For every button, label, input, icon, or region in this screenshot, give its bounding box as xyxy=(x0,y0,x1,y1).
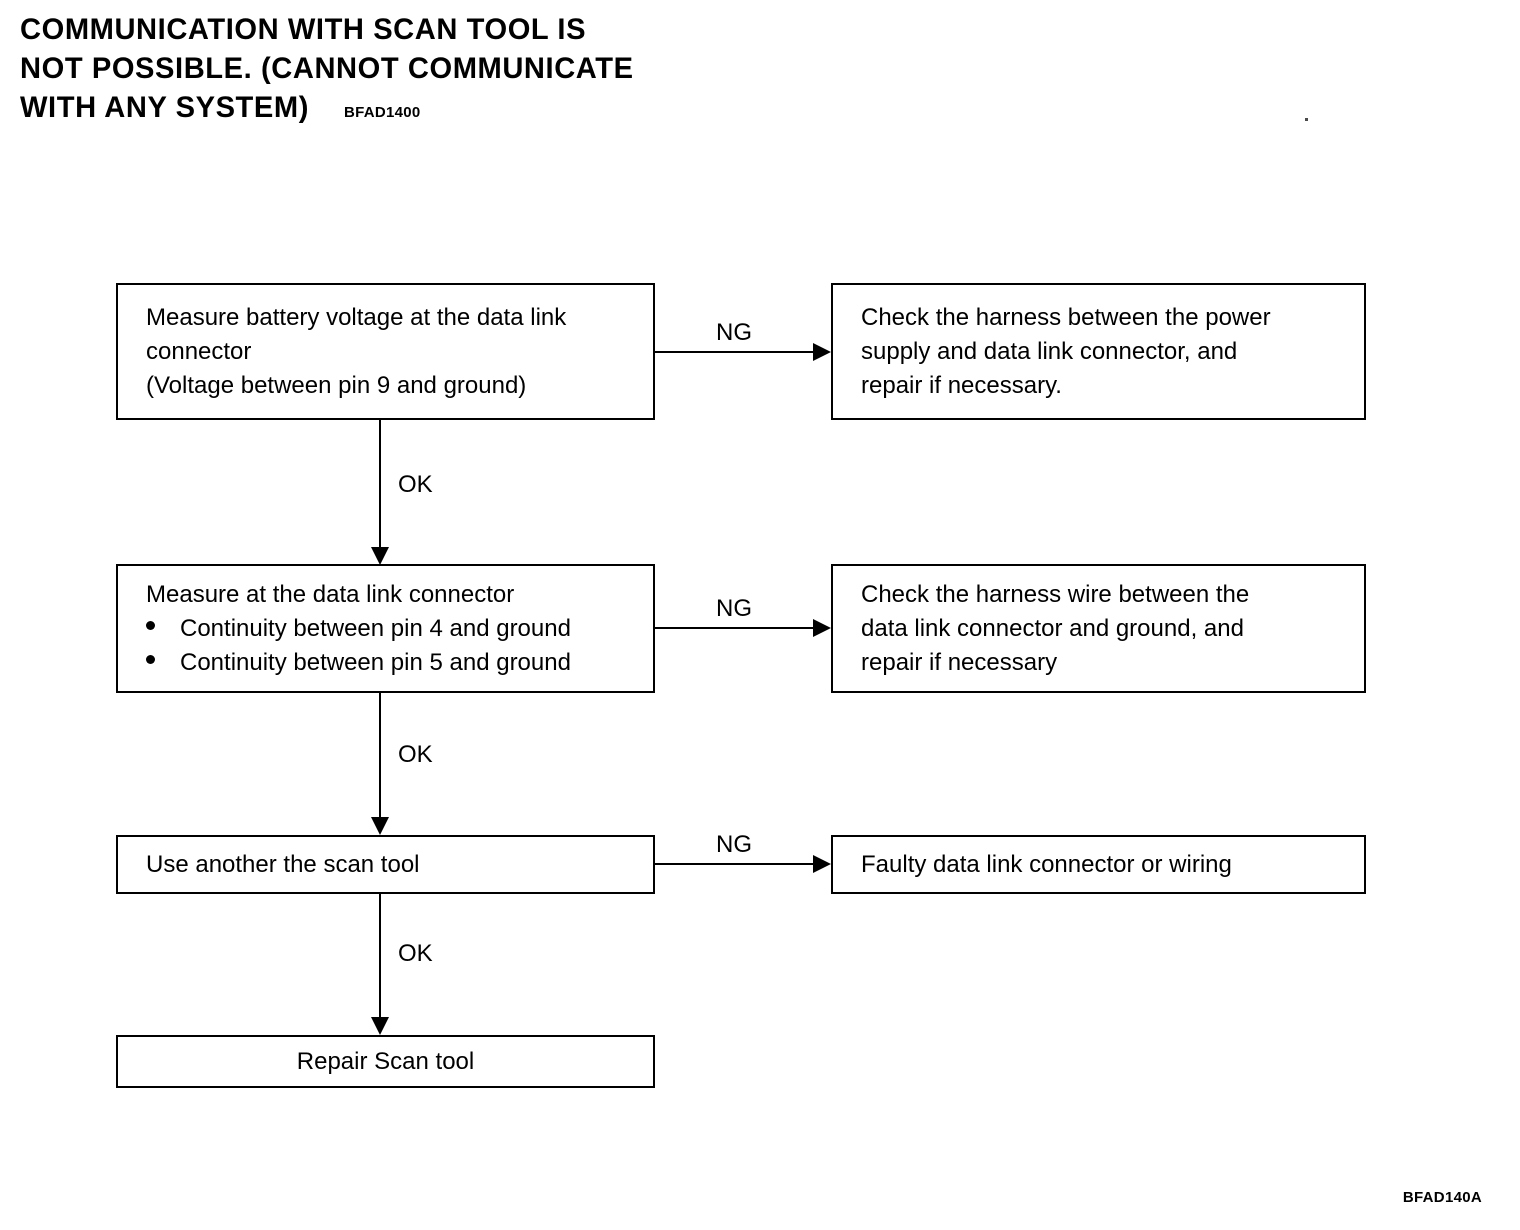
bullet-dot-icon xyxy=(146,654,155,664)
connector-ng1-line xyxy=(655,351,813,353)
flow-box-step4: Repair Scan tool xyxy=(116,1035,655,1088)
result2-line-2: data link connector and ground, and xyxy=(861,614,1244,642)
result2-line-3: repair if necessary xyxy=(861,648,1058,676)
bullet-dot-icon xyxy=(146,620,155,630)
connector-ok1-arrowhead xyxy=(371,547,389,565)
page-title: COMMUNICATION WITH SCAN TOOL IS NOT POSS… xyxy=(20,10,920,127)
flow-box-result2: Check the harness wire between the data … xyxy=(831,564,1366,693)
title-line-3-row: WITH ANY SYSTEM) BFAD1400 xyxy=(20,88,920,127)
flow-box-result1: Check the harness between the power supp… xyxy=(831,283,1366,420)
flow-box-result3: Faulty data link connector or wiring xyxy=(831,835,1366,894)
connector-ng2-arrowhead xyxy=(813,619,831,637)
edge-label-ok2: OK xyxy=(398,741,433,768)
step3-line-1: Use another the scan tool xyxy=(146,850,420,878)
step2-bullet-1: Continuity between pin 4 and ground xyxy=(118,612,653,646)
result1-line-3: repair if necessary. xyxy=(861,371,1062,399)
connector-ok2-line xyxy=(379,693,381,817)
figure-code-bottom: BFAD140A xyxy=(1402,1189,1482,1206)
connector-ng1-arrowhead xyxy=(813,343,831,361)
step2-bullet-1-text: Continuity between pin 4 and ground xyxy=(180,614,571,642)
connector-ok3-line xyxy=(379,894,381,1017)
result1-line-2: supply and data link connector, and xyxy=(861,337,1238,365)
edge-label-ok1: OK xyxy=(398,471,433,498)
connector-ok3-arrowhead xyxy=(371,1017,389,1035)
result1-line-1: Check the harness between the power xyxy=(861,303,1271,331)
flow-box-step1: Measure battery voltage at the data link… xyxy=(116,283,655,420)
step1-line-2: connector xyxy=(146,337,252,365)
connector-ng3-arrowhead xyxy=(813,855,831,873)
step2-line-1: Measure at the data link connector xyxy=(146,580,515,608)
figure-code-top: BFAD1400 xyxy=(343,104,421,121)
title-line-2: NOT POSSIBLE. (CANNOT COMMUNICATE xyxy=(20,52,634,85)
step1-line-3: (Voltage between pin 9 and ground) xyxy=(146,371,527,399)
step4-line-1: Repair Scan tool xyxy=(296,1047,475,1075)
edge-label-ng2: NG xyxy=(716,595,752,622)
step2-bullet-2: Continuity between pin 5 and ground xyxy=(118,646,653,680)
step1-line-1: Measure battery voltage at the data link xyxy=(146,303,567,331)
flow-box-step2: Measure at the data link connector Conti… xyxy=(116,564,655,693)
title-line-1: COMMUNICATION WITH SCAN TOOL IS xyxy=(20,13,587,46)
connector-ok1-line xyxy=(379,420,381,547)
connector-ng3-line xyxy=(655,863,813,865)
edge-label-ok3: OK xyxy=(398,940,433,967)
edge-label-ng1: NG xyxy=(716,319,752,346)
edge-label-ng3: NG xyxy=(716,831,752,858)
title-line-3: WITH ANY SYSTEM) xyxy=(20,91,310,124)
scan-artifact-dot xyxy=(1305,118,1308,121)
flow-box-step3: Use another the scan tool xyxy=(116,835,655,894)
result3-line-1: Faulty data link connector or wiring xyxy=(861,850,1232,878)
step2-bullet-2-text: Continuity between pin 5 and ground xyxy=(180,648,571,676)
result2-line-1: Check the harness wire between the xyxy=(861,580,1250,608)
connector-ok2-arrowhead xyxy=(371,817,389,835)
connector-ng2-line xyxy=(655,627,813,629)
